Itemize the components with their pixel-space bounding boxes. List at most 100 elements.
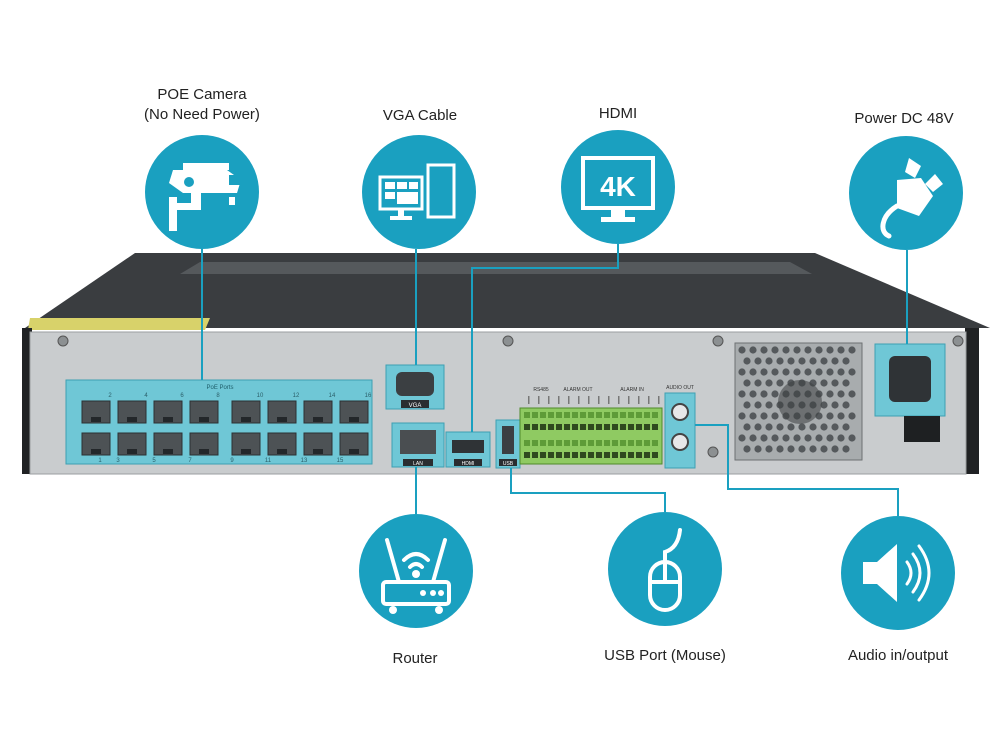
fan-vent-hole [765, 423, 773, 431]
hdmi-4k-badge: 4K [600, 171, 636, 202]
poe-port-number: 1 [98, 458, 102, 464]
terminal-screw [540, 440, 546, 446]
terminal-slot [556, 452, 562, 458]
poe-port-number: 9 [230, 458, 234, 464]
terminal-slot [620, 424, 626, 430]
poe-port [339, 400, 369, 424]
poe-camera-subtitle: (No Need Power) [144, 106, 260, 123]
fan-vent-hole [826, 368, 834, 376]
fan-vent-hole [760, 346, 768, 354]
router-label: Router [392, 650, 438, 667]
poe-port-number: 11 [265, 458, 272, 464]
poe-port-number: 15 [337, 458, 344, 464]
fan-vent-hole [738, 390, 746, 398]
fan-vent-hole [831, 423, 839, 431]
terminal-screw [596, 412, 602, 418]
poe-port [81, 432, 111, 456]
terminal-slot [524, 424, 530, 430]
fan-vent-hole [837, 368, 845, 376]
wifi-router-icon [381, 538, 451, 614]
terminal-screw [524, 440, 530, 446]
poe-port-latch [163, 417, 173, 422]
poe-port-number: 2 [108, 393, 112, 399]
terminal-mark [648, 396, 650, 404]
fan-vent-hole [842, 445, 850, 453]
terminal-screw [556, 440, 562, 446]
terminal-slot [636, 424, 642, 430]
poe-port-latch [163, 449, 173, 454]
poe-port-latch [127, 417, 137, 422]
fan-vent-hole [815, 346, 823, 354]
fan-vent-hole [749, 346, 757, 354]
terminal-slot [564, 424, 570, 430]
fan-vent-hole [760, 368, 768, 376]
audio-connector [695, 424, 899, 516]
power-label: Power DC 48V [854, 110, 954, 127]
usb-port [502, 426, 514, 454]
terminal-screw [572, 440, 578, 446]
poe-port-latch [313, 417, 323, 422]
terminal-screw [652, 412, 658, 418]
poe-port-number: 8 [216, 393, 220, 399]
terminal-slot [644, 424, 650, 430]
fan-vent-hole [787, 423, 795, 431]
fan-vent-hole [754, 423, 762, 431]
poe-port-number: 12 [293, 393, 300, 399]
fan-vent-hole [776, 445, 784, 453]
screw [502, 335, 514, 347]
terminal-mark [558, 396, 560, 404]
terminal-slot [620, 452, 626, 458]
poe-port-latch [277, 417, 287, 422]
fan-vent-hole [760, 390, 768, 398]
fan-vent-hole [826, 434, 834, 442]
fan-vent-hole [837, 346, 845, 354]
terminal-mark [608, 396, 610, 404]
fan-vent-hole [754, 379, 762, 387]
terminal-slot [596, 424, 602, 430]
terminal-screw [548, 440, 554, 446]
fan-vent-hole [738, 346, 746, 354]
terminal-screw [604, 412, 610, 418]
terminal-screw [588, 440, 594, 446]
terminal-slot [612, 452, 618, 458]
poe-port-number: 10 [257, 393, 264, 399]
poe-port-number: 4 [144, 393, 148, 399]
fan-vent-hole [842, 423, 850, 431]
fan-vent-hole [831, 357, 839, 365]
router-circle [359, 514, 473, 628]
usb-port-label: USB Port (Mouse) [604, 647, 726, 664]
fan-vent-hole [743, 445, 751, 453]
fan-vent-hole [743, 379, 751, 387]
poe-port [267, 400, 297, 424]
fan-vent-hole [804, 346, 812, 354]
fan-vent-hole [804, 434, 812, 442]
terminal-screw [572, 412, 578, 418]
poe-port [303, 400, 333, 424]
terminal-screw [620, 412, 626, 418]
terminal-slot [652, 424, 658, 430]
fan-vent-hole [815, 368, 823, 376]
terminal-slot [596, 452, 602, 458]
audio-circle [841, 516, 955, 630]
fan-vent-hole [820, 445, 828, 453]
poe-port-latch [91, 449, 101, 454]
terminal-mark [578, 396, 580, 404]
terminal-screw [556, 412, 562, 418]
poe-port [153, 400, 183, 424]
terminal-slot [636, 452, 642, 458]
terminal-slot [612, 424, 618, 430]
terminal-screw [564, 412, 570, 418]
fan-vent-hole [837, 434, 845, 442]
terminal-screw [540, 412, 546, 418]
terminal-screw [588, 412, 594, 418]
terminal-mark [658, 396, 660, 404]
terminal-mark [618, 396, 620, 404]
fan-vent-hole [749, 434, 757, 442]
terminal-screw [596, 440, 602, 446]
fan-vent-hole [826, 346, 834, 354]
poe-camera-title: POE Camera [157, 86, 247, 103]
fan-vent-hole [787, 357, 795, 365]
screw [57, 335, 69, 347]
terminal-mark [548, 396, 550, 404]
terminal-screw [628, 440, 634, 446]
